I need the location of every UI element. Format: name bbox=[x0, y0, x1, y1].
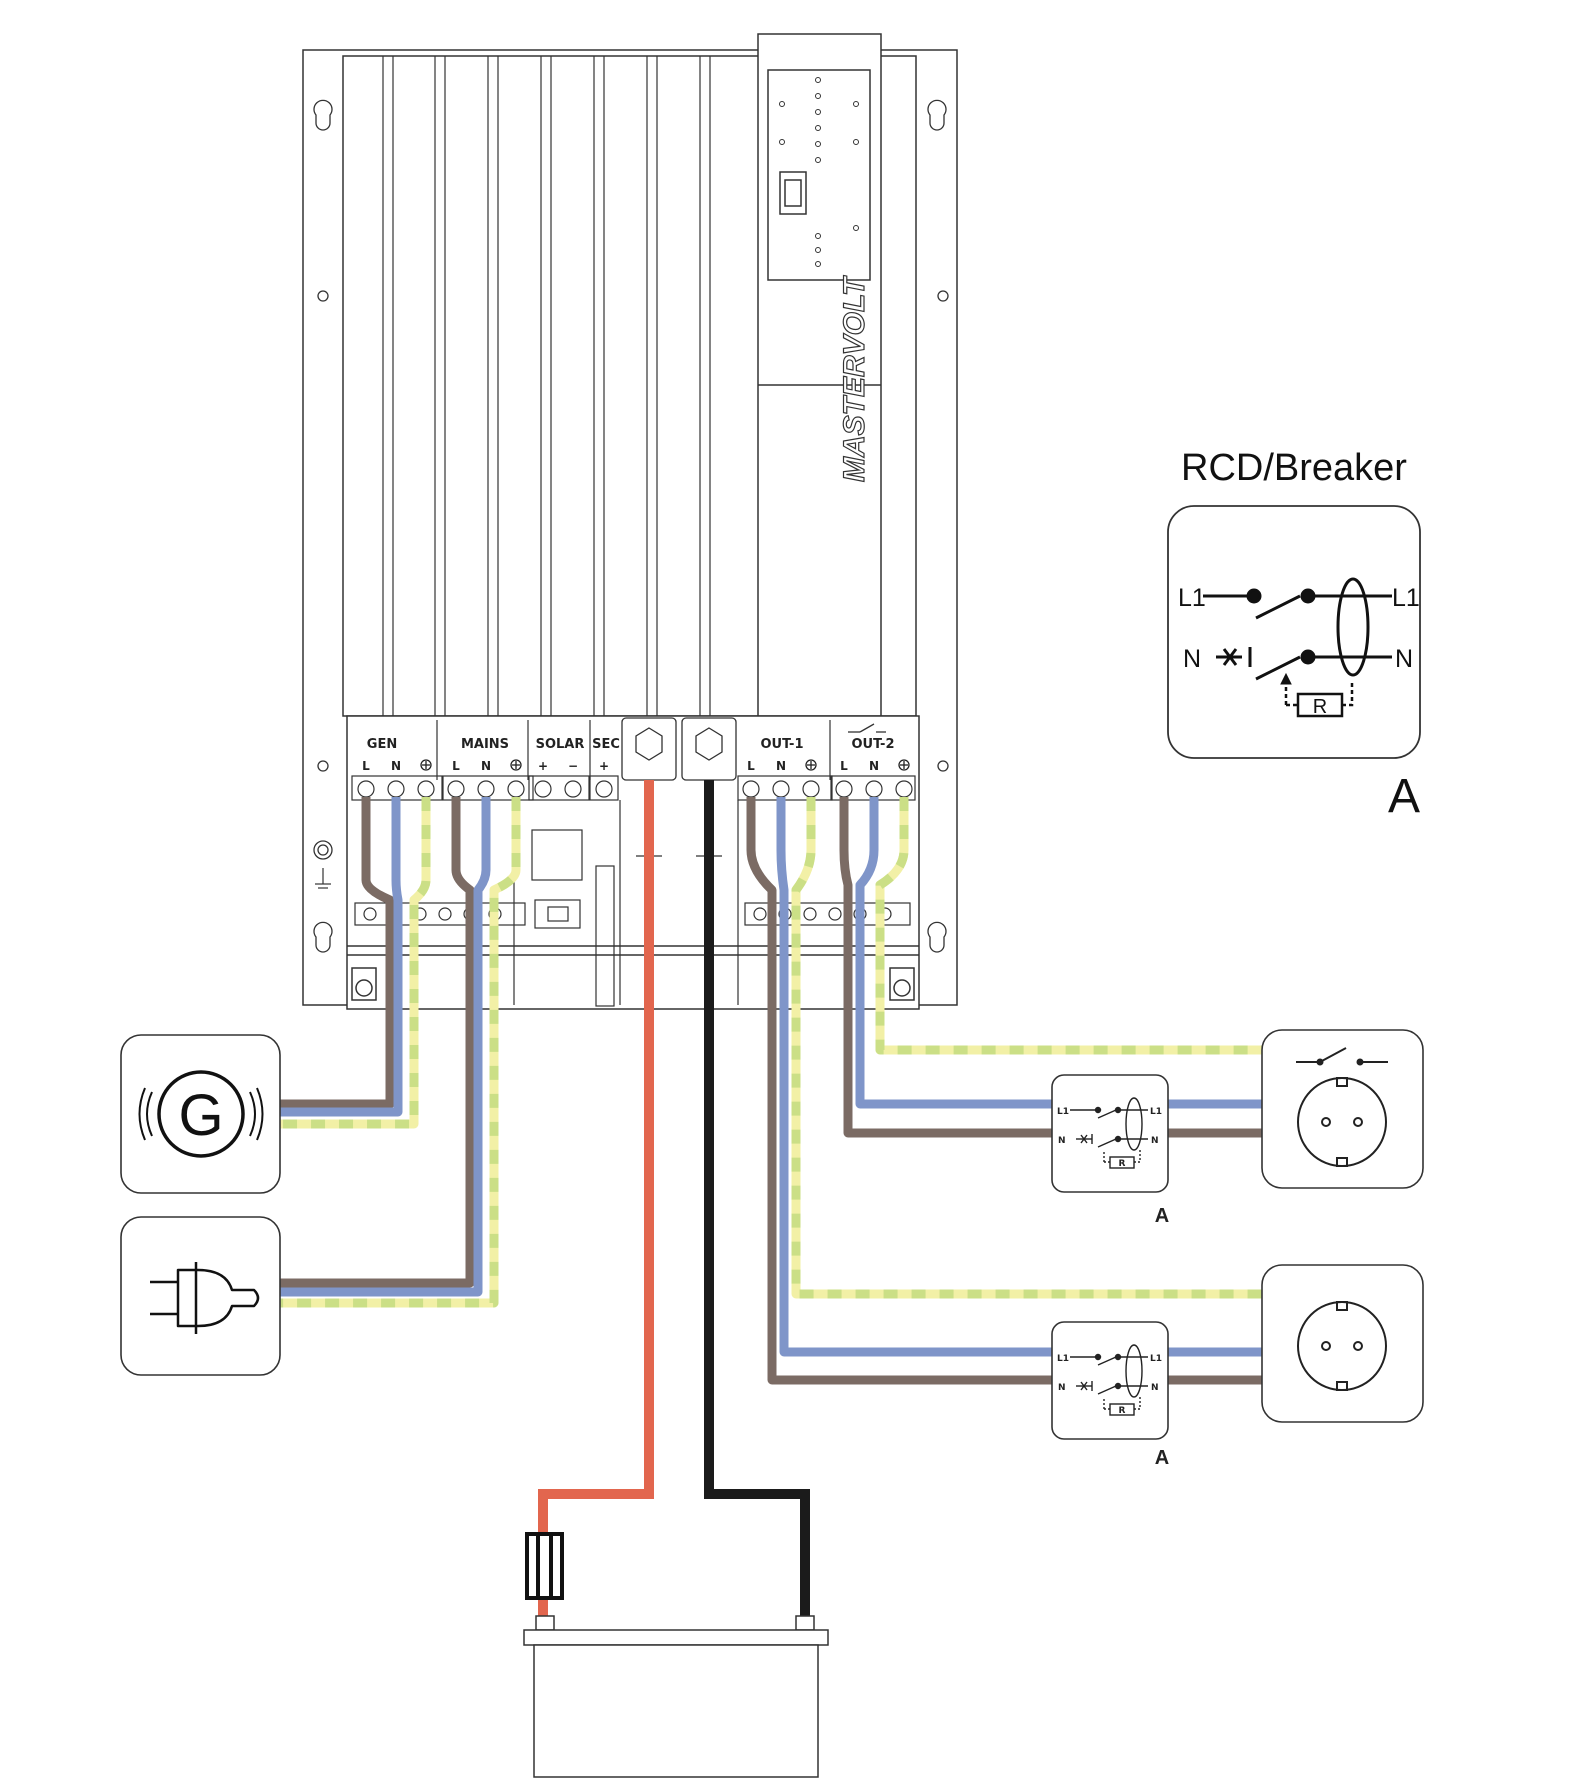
rcd-1-n-in-label: N bbox=[1058, 1136, 1066, 1146]
rcd-2-n-in-label: N bbox=[1058, 1383, 1066, 1393]
label-mains: MAINS bbox=[461, 737, 509, 752]
rcd-1-l1-in-label: L1 bbox=[1057, 1107, 1069, 1117]
label-sec: SEC bbox=[592, 737, 620, 752]
shore-power-source bbox=[120, 1216, 281, 1376]
label-out1: OUT-1 bbox=[760, 737, 803, 752]
mark-out2-l: L bbox=[840, 759, 848, 773]
rcd-2-resistor-label: R bbox=[1119, 1406, 1126, 1416]
mark-mains-l: L bbox=[452, 759, 460, 773]
socket-icon bbox=[1297, 1301, 1387, 1391]
legend-n-in-label: N bbox=[1183, 645, 1201, 673]
legend-l1-in-label: L1 bbox=[1178, 584, 1206, 612]
terminal-compartment bbox=[346, 715, 920, 1010]
outlet-direct bbox=[1261, 1264, 1424, 1423]
out2-switch-mark bbox=[848, 723, 886, 733]
mark-solar-minus: − bbox=[568, 759, 578, 773]
outlet-switched-box bbox=[1261, 1029, 1424, 1189]
mark-gen-n: N bbox=[391, 759, 401, 773]
switch-symbol bbox=[1296, 1047, 1388, 1066]
out1-wires bbox=[746, 797, 1263, 1385]
indicator-leds bbox=[779, 77, 859, 267]
mark-sec-plus: + bbox=[599, 759, 609, 773]
rcd-2-l1-in-label: L1 bbox=[1057, 1354, 1069, 1364]
ground-symbol bbox=[315, 868, 331, 889]
outlet-direct-box bbox=[1261, 1264, 1424, 1423]
heatsink-fins bbox=[382, 56, 711, 716]
rcd-1-tag: A bbox=[1155, 1205, 1169, 1227]
out2-live-wire bbox=[839, 797, 1262, 1138]
mark-out1-n: N bbox=[776, 759, 786, 773]
gen-neutral-wire bbox=[280, 797, 403, 1117]
control-panel bbox=[757, 33, 882, 717]
rcd-1-resistor-label: R bbox=[1119, 1159, 1126, 1169]
generator-box bbox=[120, 1034, 281, 1194]
mark-solar-plus: + bbox=[538, 759, 548, 773]
mains-wires bbox=[280, 797, 521, 1308]
out1-live-wire bbox=[746, 797, 1263, 1385]
inverter-charger-unit bbox=[302, 33, 958, 1010]
mains-neutral-wire bbox=[280, 797, 491, 1297]
legend-title: RCD/Breaker bbox=[1181, 447, 1407, 489]
socket-icon bbox=[1297, 1077, 1387, 1167]
out2-neutral-wire bbox=[855, 797, 1262, 1109]
battery bbox=[523, 1615, 829, 1778]
legend-box bbox=[1167, 505, 1421, 759]
mark-out2-n: N bbox=[869, 759, 879, 773]
rcd-1-l1-out-label: L1 bbox=[1150, 1107, 1162, 1117]
rcd-unit-2: L1 L1 N N R A bbox=[1051, 1321, 1169, 1469]
earth-terminal-marks bbox=[420, 759, 910, 771]
mark-mains-n: N bbox=[481, 759, 491, 773]
out2-wires bbox=[839, 797, 1262, 1138]
gen-live-wire bbox=[280, 797, 395, 1109]
brand-logo: MASTERVOLT bbox=[838, 275, 871, 482]
fuse bbox=[525, 1532, 564, 1600]
power-switch bbox=[779, 171, 807, 215]
mark-gen-l: L bbox=[362, 759, 370, 773]
mark-out1-l: L bbox=[747, 759, 755, 773]
terminal-marks: L N L N + − + L N L N bbox=[362, 759, 879, 773]
outlet-switched bbox=[1261, 1029, 1424, 1189]
generator-wires bbox=[280, 797, 431, 1129]
rcd-2-n-out-label: N bbox=[1151, 1383, 1159, 1393]
generator-source: G bbox=[120, 1034, 281, 1194]
rcd-unit-1-box bbox=[1051, 1074, 1169, 1193]
legend-resistor-label: R bbox=[1313, 696, 1327, 718]
rcd-1-n-out-label: N bbox=[1151, 1136, 1159, 1146]
label-gen: GEN bbox=[367, 737, 397, 752]
label-solar: SOLAR bbox=[536, 737, 585, 752]
generator-symbol: G bbox=[178, 1083, 223, 1148]
legend-n-out-label: N bbox=[1395, 645, 1413, 673]
mains-live-wire bbox=[280, 797, 475, 1288]
display-panel bbox=[767, 69, 871, 281]
battery-negative-wire bbox=[704, 780, 810, 1622]
rcd-unit-1: L1 L1 N N R A bbox=[1051, 1074, 1169, 1227]
rcd-unit-2-box bbox=[1051, 1321, 1169, 1440]
ground-screw-strip bbox=[354, 899, 911, 929]
out1-neutral-wire bbox=[776, 797, 1263, 1357]
plug-icon bbox=[150, 1262, 260, 1334]
legend-l1-out-label: L1 bbox=[1392, 584, 1420, 612]
rcd-2-tag: A bbox=[1155, 1447, 1169, 1469]
generator-icon bbox=[157, 1070, 245, 1158]
label-out2: OUT-2 bbox=[851, 737, 894, 752]
legend-tag: A bbox=[1388, 770, 1420, 823]
rcd-2-l1-out-label: L1 bbox=[1150, 1354, 1162, 1364]
rcd-legend: RCD/Breaker L1 L1 N N R A bbox=[1167, 447, 1421, 823]
terminal-group-labels: GEN MAINS SOLAR SEC OUT-1 OUT-2 bbox=[367, 737, 895, 752]
shore-power-box bbox=[120, 1216, 281, 1376]
